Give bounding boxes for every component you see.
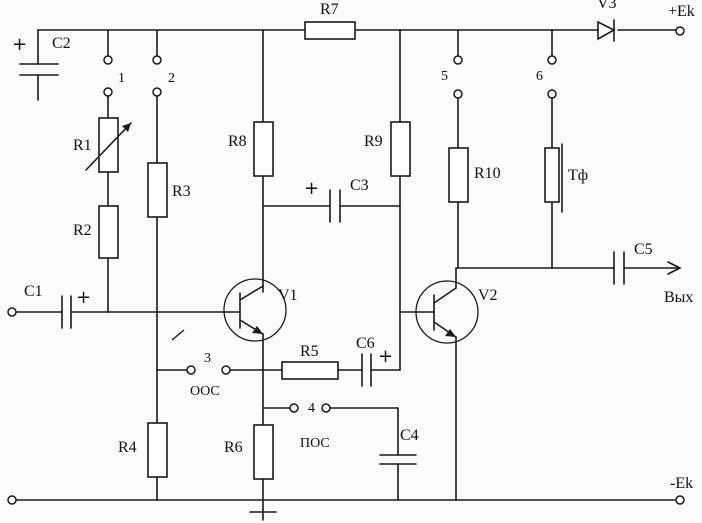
label-minus-ek: -Ek	[670, 475, 693, 492]
label-c5: C5	[634, 241, 653, 258]
output-arrow-icon	[667, 261, 681, 275]
label-r1: R1	[73, 137, 92, 154]
label-r3: R3	[172, 183, 191, 200]
label-output: Вых	[664, 289, 693, 306]
capacitor-c3	[329, 189, 401, 223]
branch-r10	[453, 29, 463, 269]
terminal-plus-ek	[675, 26, 685, 36]
label-r4: R4	[118, 439, 137, 456]
resistor-r2	[98, 205, 119, 259]
label-v2: V2	[478, 287, 498, 304]
label-r2: R2	[73, 222, 92, 239]
transistor-v2	[415, 267, 479, 501]
resistor-r3	[147, 162, 168, 218]
resistor-r9	[390, 121, 411, 177]
label-v3: V3	[597, 0, 617, 12]
variable-arrow-icon	[85, 122, 132, 171]
label-r7: R7	[320, 1, 339, 18]
switch-3-ooc	[156, 365, 283, 375]
branch-r1-r2	[103, 29, 113, 313]
label-oos: ООС	[190, 384, 220, 399]
ground-icon	[249, 509, 277, 521]
capacitor-c5	[455, 251, 679, 285]
switch-4-poc	[262, 403, 399, 456]
resistor-r5	[281, 361, 339, 380]
label-switch-4: 4	[308, 401, 315, 416]
label-pos: ПОС	[300, 436, 330, 451]
label-r6: R6	[224, 439, 243, 456]
label-c1: C1	[24, 283, 43, 300]
capacitor-c2	[19, 29, 59, 101]
c1-plus-sign: +	[76, 287, 91, 308]
c3-plus-sign: +	[304, 178, 319, 199]
terminal-left-bottom	[7, 495, 17, 505]
label-switch-5: 5	[441, 69, 448, 84]
label-c2: C2	[52, 35, 71, 52]
resistor-r6	[253, 424, 274, 480]
resistor-r7	[304, 21, 356, 40]
label-r5: R5	[300, 343, 319, 360]
thermistor-tf	[544, 147, 560, 203]
label-c6: C6	[356, 335, 375, 352]
terminal-input	[7, 307, 17, 317]
label-switch-3: 3	[204, 351, 211, 366]
resistor-r4	[147, 422, 168, 478]
resistor-r10	[448, 147, 469, 203]
tick-mark	[171, 329, 185, 341]
capacitor-c6	[337, 353, 401, 387]
capacitor-c4	[379, 454, 417, 501]
diode-v3	[597, 19, 616, 42]
label-plus-ek: +Ek	[668, 3, 695, 20]
branch-r3-r4	[152, 29, 162, 501]
label-switch-2: 2	[168, 71, 175, 86]
label-switch-1: 1	[118, 71, 125, 86]
resistor-r1	[98, 117, 119, 173]
label-r9: R9	[364, 133, 383, 150]
label-c4: C4	[400, 427, 419, 444]
label-c3: C3	[350, 177, 369, 194]
label-r10: R10	[474, 165, 501, 182]
branch-r9	[399, 29, 423, 371]
label-tf: Тф	[568, 167, 588, 184]
branch-r8	[262, 29, 331, 293]
terminal-minus-ek	[675, 495, 685, 505]
capacitor-c1	[15, 295, 229, 329]
transistor-v1	[223, 278, 287, 426]
label-r8: R8	[228, 133, 247, 150]
label-switch-6: 6	[536, 69, 543, 84]
branch-tf	[547, 29, 557, 269]
label-v1: V1	[278, 287, 298, 304]
c6-plus-sign: +	[378, 346, 393, 367]
resistor-r8	[253, 121, 274, 177]
c2-plus-sign: +	[12, 34, 27, 55]
